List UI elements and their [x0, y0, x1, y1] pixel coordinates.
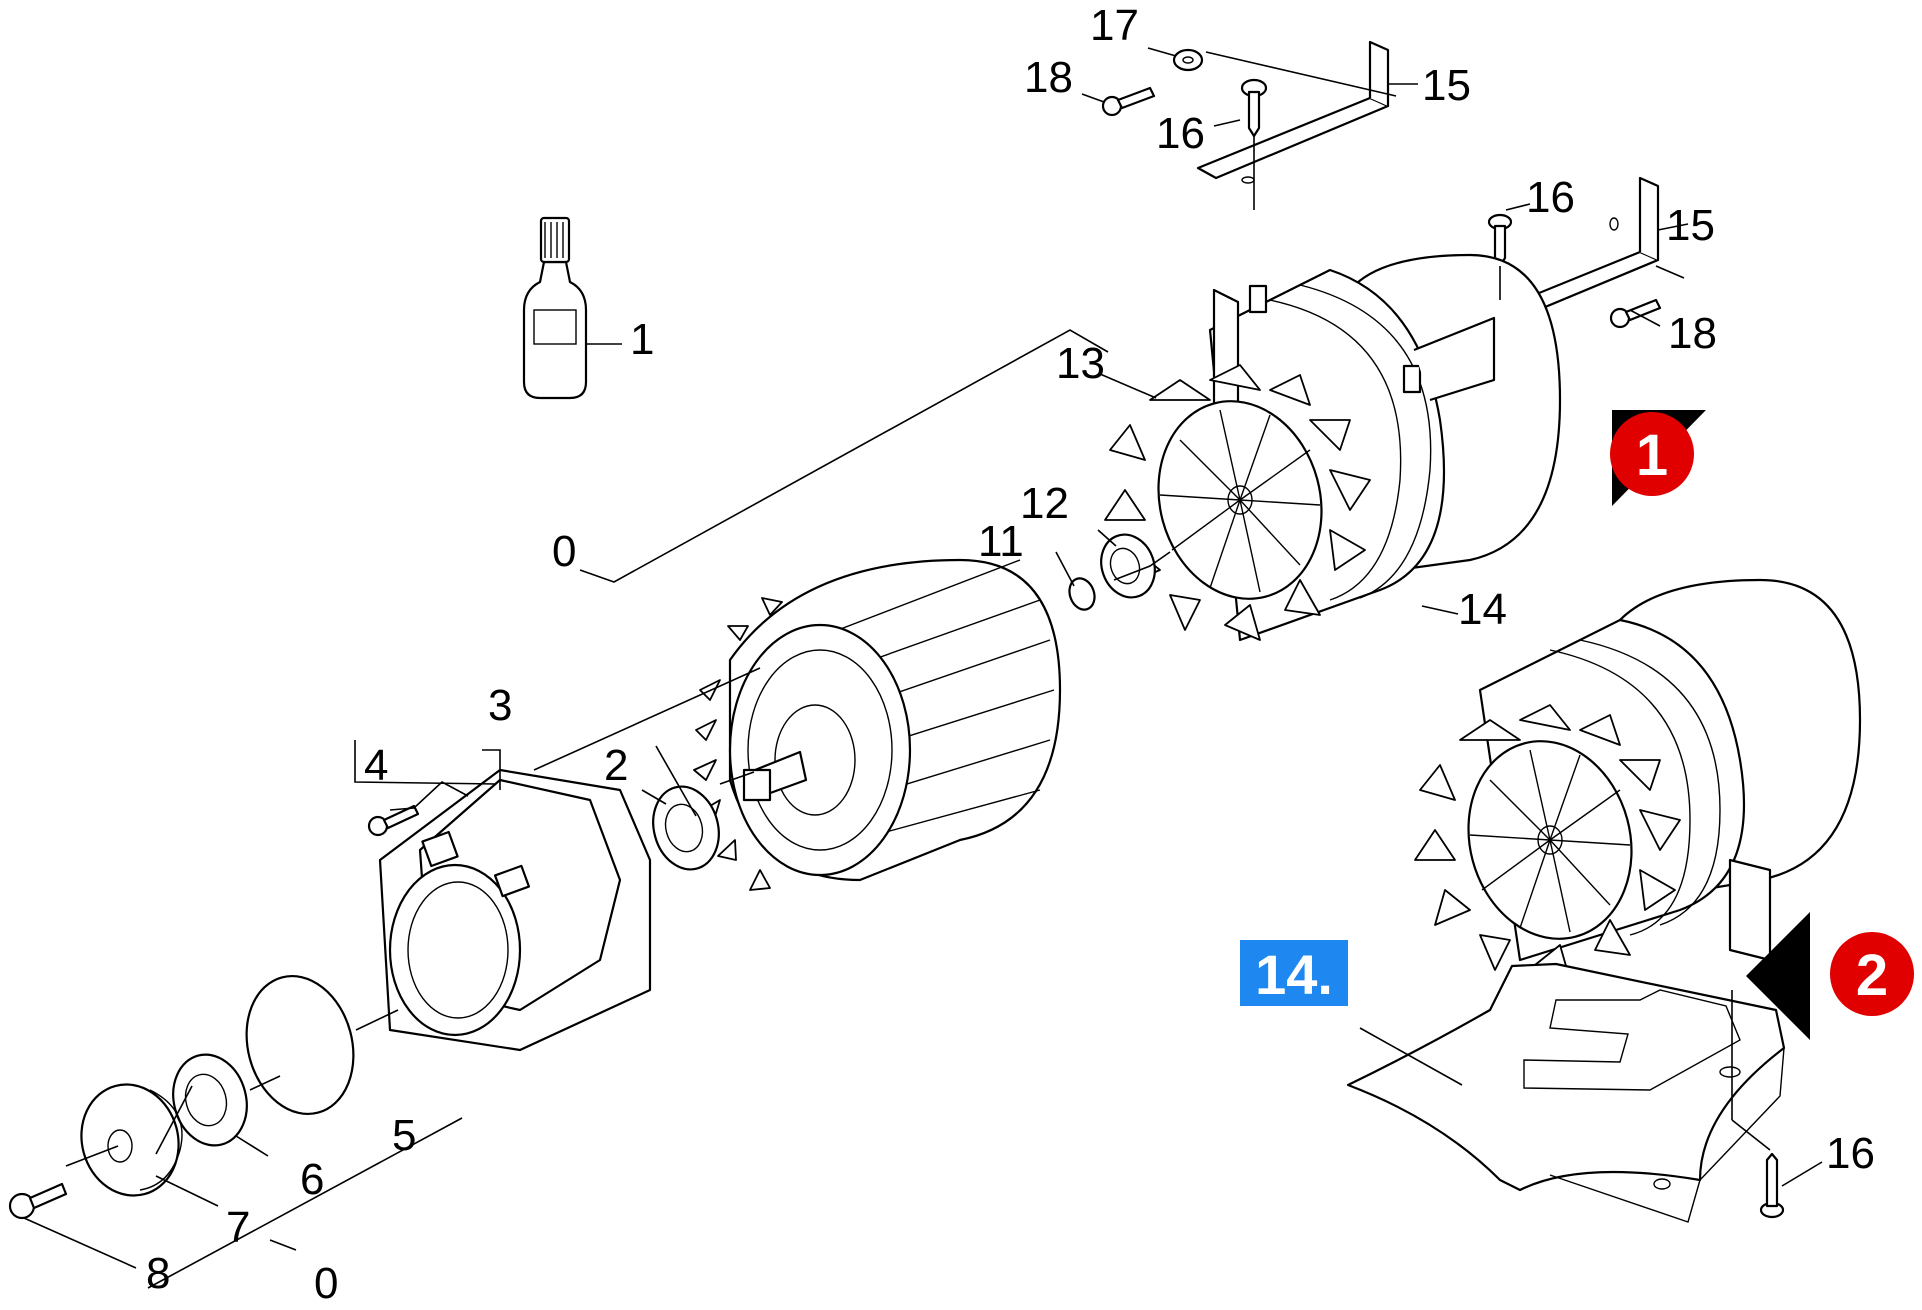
screw-4: [367, 804, 420, 837]
callout-0-top: 0: [552, 527, 576, 576]
oil-bottle: [522, 216, 588, 400]
callout-2: 2: [604, 741, 628, 790]
o-ring-5: [245, 974, 355, 1116]
bearing-12: [1100, 533, 1156, 599]
stator-rotor: [693, 558, 1062, 891]
washer-17: [1172, 48, 1204, 72]
cap-7: [80, 1083, 183, 1197]
callout-1: 1: [630, 315, 654, 364]
screw-16-upper: [1240, 78, 1268, 138]
callout-5: 5: [392, 1111, 416, 1160]
seal-2: [652, 785, 720, 871]
callout-7: 7: [226, 1203, 250, 1252]
callout-11: 11: [978, 517, 1024, 566]
bearing-6: [172, 1053, 248, 1147]
screw-16-lower: [1759, 1152, 1785, 1219]
callout-4: 4: [364, 741, 388, 790]
callout-3: 3: [488, 681, 512, 730]
callout-labels: 1 0 3 4 2 11 12 13 14 15 15 16 16 16 17 …: [146, 1, 1875, 1308]
screw-18-lower: [1609, 298, 1662, 329]
bracket-upper: [1196, 40, 1390, 184]
fan-view-2: [1414, 704, 1681, 981]
callout-18-upper: 18: [1024, 53, 1073, 102]
callout-12: 12: [1020, 479, 1069, 528]
base-plate: [1346, 962, 1786, 1223]
screw-8: [8, 1182, 68, 1220]
view-badge-2-number: 2: [1856, 943, 1888, 1008]
callout-16-upper: 16: [1156, 109, 1205, 158]
detail-label-text: 14.: [1255, 943, 1333, 1006]
leader-lines: [23, 47, 1823, 1289]
detail-label: 14.: [1240, 940, 1348, 1006]
view-badge-2: 2: [1746, 912, 1914, 1040]
callout-0-bottom: 0: [314, 1259, 338, 1308]
callout-16-mid: 16: [1526, 173, 1575, 222]
screw-16-mid: [1487, 213, 1513, 268]
flange-housing-3: [378, 768, 652, 1052]
callout-16-lower: 16: [1826, 1129, 1875, 1178]
screw-18-upper: [1101, 86, 1156, 117]
callout-13: 13: [1056, 339, 1105, 388]
callout-14: 14: [1458, 585, 1507, 634]
callout-8: 8: [146, 1249, 170, 1298]
ring-11: [1068, 577, 1096, 611]
callout-17: 17: [1090, 1, 1139, 50]
callout-6: 6: [300, 1155, 324, 1204]
callout-18-lower: 18: [1668, 309, 1717, 358]
callout-15-upper: 15: [1422, 61, 1471, 110]
callout-15-lower: 15: [1666, 201, 1715, 250]
view-badge-1: 1: [1610, 410, 1706, 506]
view-badge-1-number: 1: [1636, 423, 1668, 488]
